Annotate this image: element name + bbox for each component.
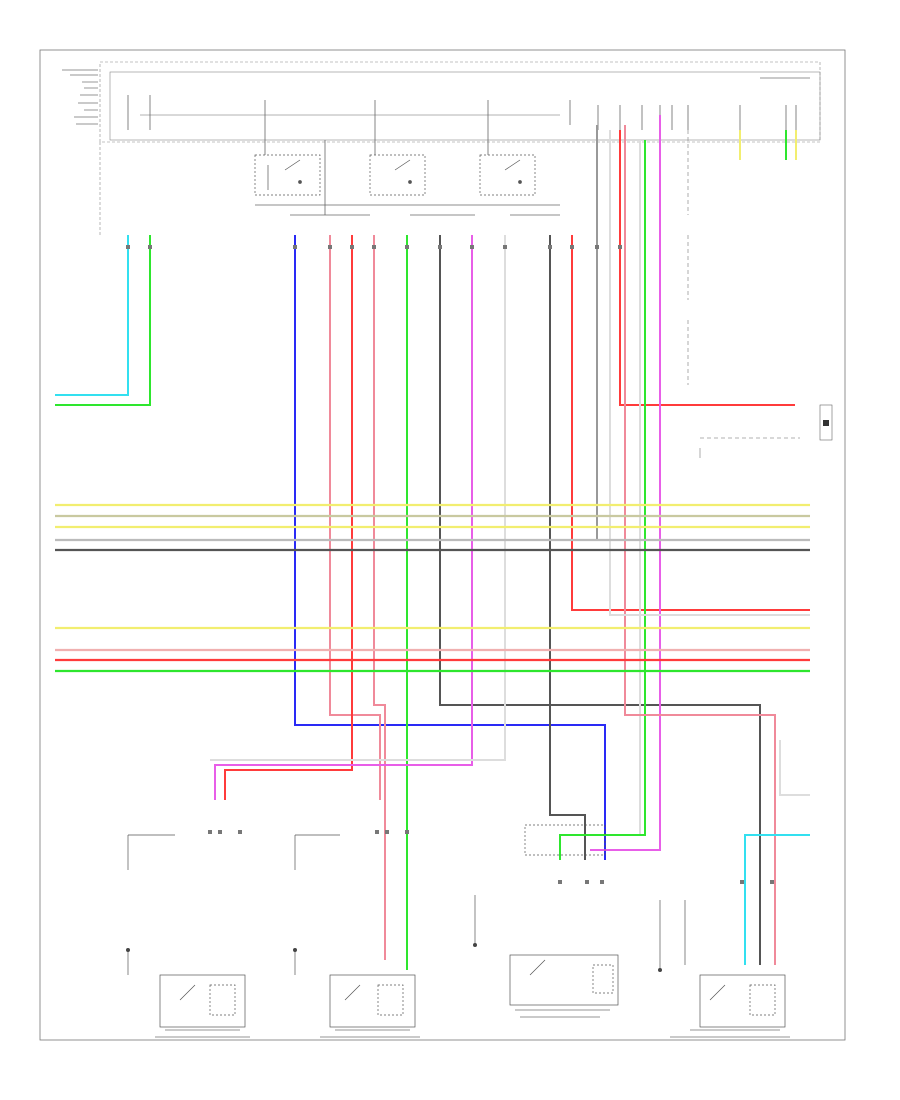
- wire-blue: [294, 235, 606, 860]
- relay-bus: [255, 125, 560, 216]
- wire-white-mid: [210, 235, 506, 761]
- left-front-door-switch: [474, 824, 619, 1006]
- vertical-wires: [55, 115, 810, 970]
- wire-magenta-mid: [214, 235, 473, 800]
- wire-light-blue-left: [55, 235, 129, 396]
- wire-pink-c: [373, 235, 386, 960]
- side-connector: [819, 404, 833, 441]
- component-captions: [155, 1009, 790, 1038]
- left-rear-door-switch: [127, 834, 246, 1028]
- wire-red-right: [571, 235, 810, 611]
- wire-light-blue-right: [744, 834, 810, 965]
- relay-2: [369, 154, 426, 196]
- right-rear-door-switch: [294, 834, 416, 1028]
- relay-1: [254, 154, 321, 196]
- ground-terminals: [126, 943, 662, 972]
- wire-gray-lower: [779, 740, 810, 796]
- wire-green-left: [55, 235, 151, 406]
- sensor-wires: [687, 130, 800, 458]
- top-connector-labels: [62, 69, 810, 125]
- wire-gray-right: [596, 125, 810, 541]
- wire-black-right: [549, 235, 586, 860]
- horizontal-bus: [55, 503, 810, 673]
- wire-white-gray: [609, 130, 810, 616]
- wire-black-mid: [439, 235, 761, 965]
- wire-pink-right: [624, 125, 776, 965]
- diagram-frame: [39, 49, 846, 1041]
- relay-3: [479, 154, 536, 196]
- wire-red-sensor: [619, 130, 795, 406]
- right-front-door-switch: [659, 900, 786, 1028]
- wire-red-b: [224, 235, 353, 800]
- connector-pins: [127, 95, 797, 130]
- wire-green-right: [559, 140, 646, 860]
- wire-pink-a: [329, 235, 381, 800]
- wire-connectors: [126, 245, 774, 884]
- wire-magenta-right: [590, 115, 661, 851]
- top-connector-block: [99, 61, 821, 235]
